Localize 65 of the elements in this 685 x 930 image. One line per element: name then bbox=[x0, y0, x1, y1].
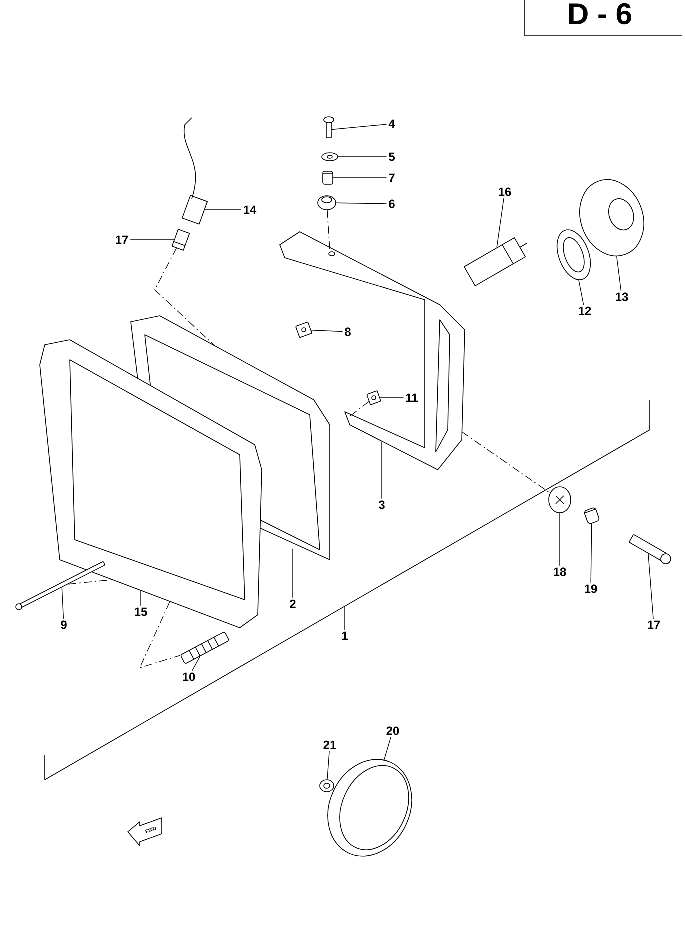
leader-line bbox=[648, 554, 654, 620]
leader-line bbox=[311, 330, 344, 332]
bulb-socket-drawing bbox=[182, 118, 208, 225]
spacer-drawing bbox=[322, 171, 334, 185]
leader-line bbox=[616, 256, 622, 292]
headlight-housing-drawing bbox=[280, 232, 466, 470]
leader-line bbox=[344, 606, 346, 630]
leader-line bbox=[327, 750, 330, 780]
bulb-drawing bbox=[172, 229, 190, 251]
leader-line bbox=[338, 156, 388, 158]
nut-drawing bbox=[296, 322, 312, 338]
callout-number: 14 bbox=[244, 206, 257, 214]
assembly-line bbox=[462, 432, 551, 494]
callout-number: 5 bbox=[389, 152, 395, 162]
leader-line bbox=[384, 736, 392, 760]
assembly-line bbox=[140, 602, 181, 668]
leader-line bbox=[62, 587, 64, 620]
callout-number: 13 bbox=[616, 292, 628, 302]
leader-line bbox=[496, 198, 504, 248]
callout-number: 10 bbox=[183, 672, 196, 682]
leader-line bbox=[292, 548, 294, 598]
screw-drawing bbox=[16, 562, 106, 610]
callout-number: 2 bbox=[290, 600, 296, 608]
spring-drawing bbox=[180, 632, 230, 664]
assembly-line bbox=[327, 210, 330, 250]
callout-number: 17 bbox=[648, 620, 660, 630]
callout-number: 8 bbox=[345, 328, 351, 336]
spacer-drawing bbox=[584, 508, 600, 524]
callout-number: 19 bbox=[585, 584, 598, 594]
page-code-label: D - 6 bbox=[524, 0, 682, 36]
socket-cover-drawing bbox=[580, 179, 644, 257]
grommet-drawing bbox=[318, 196, 336, 210]
callout-number: 3 bbox=[378, 500, 385, 510]
callout-number: 12 bbox=[579, 306, 592, 316]
leader-line bbox=[192, 656, 201, 672]
callout-number: 15 bbox=[135, 608, 148, 616]
callout-number: 4 bbox=[388, 120, 396, 128]
callout-number: 17 bbox=[116, 236, 128, 244]
cap-drawing bbox=[548, 486, 572, 514]
leader-line bbox=[336, 202, 388, 204]
leader-line bbox=[332, 124, 388, 130]
screw-drawing bbox=[324, 116, 334, 138]
callout-number: 18 bbox=[554, 568, 566, 576]
retaining-ring-drawing bbox=[556, 230, 592, 280]
assembly-line bbox=[68, 580, 112, 585]
callout-number: 21 bbox=[324, 740, 336, 750]
assembly-line bbox=[154, 248, 216, 346]
bolt-drawing bbox=[629, 534, 672, 564]
assembly-line bbox=[348, 401, 370, 418]
callout-number: 20 bbox=[386, 726, 400, 736]
callout-number: 1 bbox=[342, 632, 348, 640]
leader-line bbox=[140, 590, 142, 606]
callout-number: 7 bbox=[389, 174, 395, 182]
callout-number: 6 bbox=[389, 200, 395, 208]
leader-line bbox=[590, 524, 592, 584]
washer-drawing bbox=[322, 152, 338, 162]
callout-number: 11 bbox=[406, 394, 418, 402]
bulb-drawing bbox=[464, 238, 528, 286]
callout-number: 9 bbox=[61, 620, 67, 630]
headlight-rim-drawing bbox=[40, 340, 262, 628]
leader-line bbox=[578, 280, 584, 306]
lens-cover-drawing bbox=[328, 759, 412, 857]
callout-number: 16 bbox=[499, 188, 512, 196]
nut-drawing bbox=[366, 390, 382, 406]
washer-drawing bbox=[320, 780, 334, 792]
